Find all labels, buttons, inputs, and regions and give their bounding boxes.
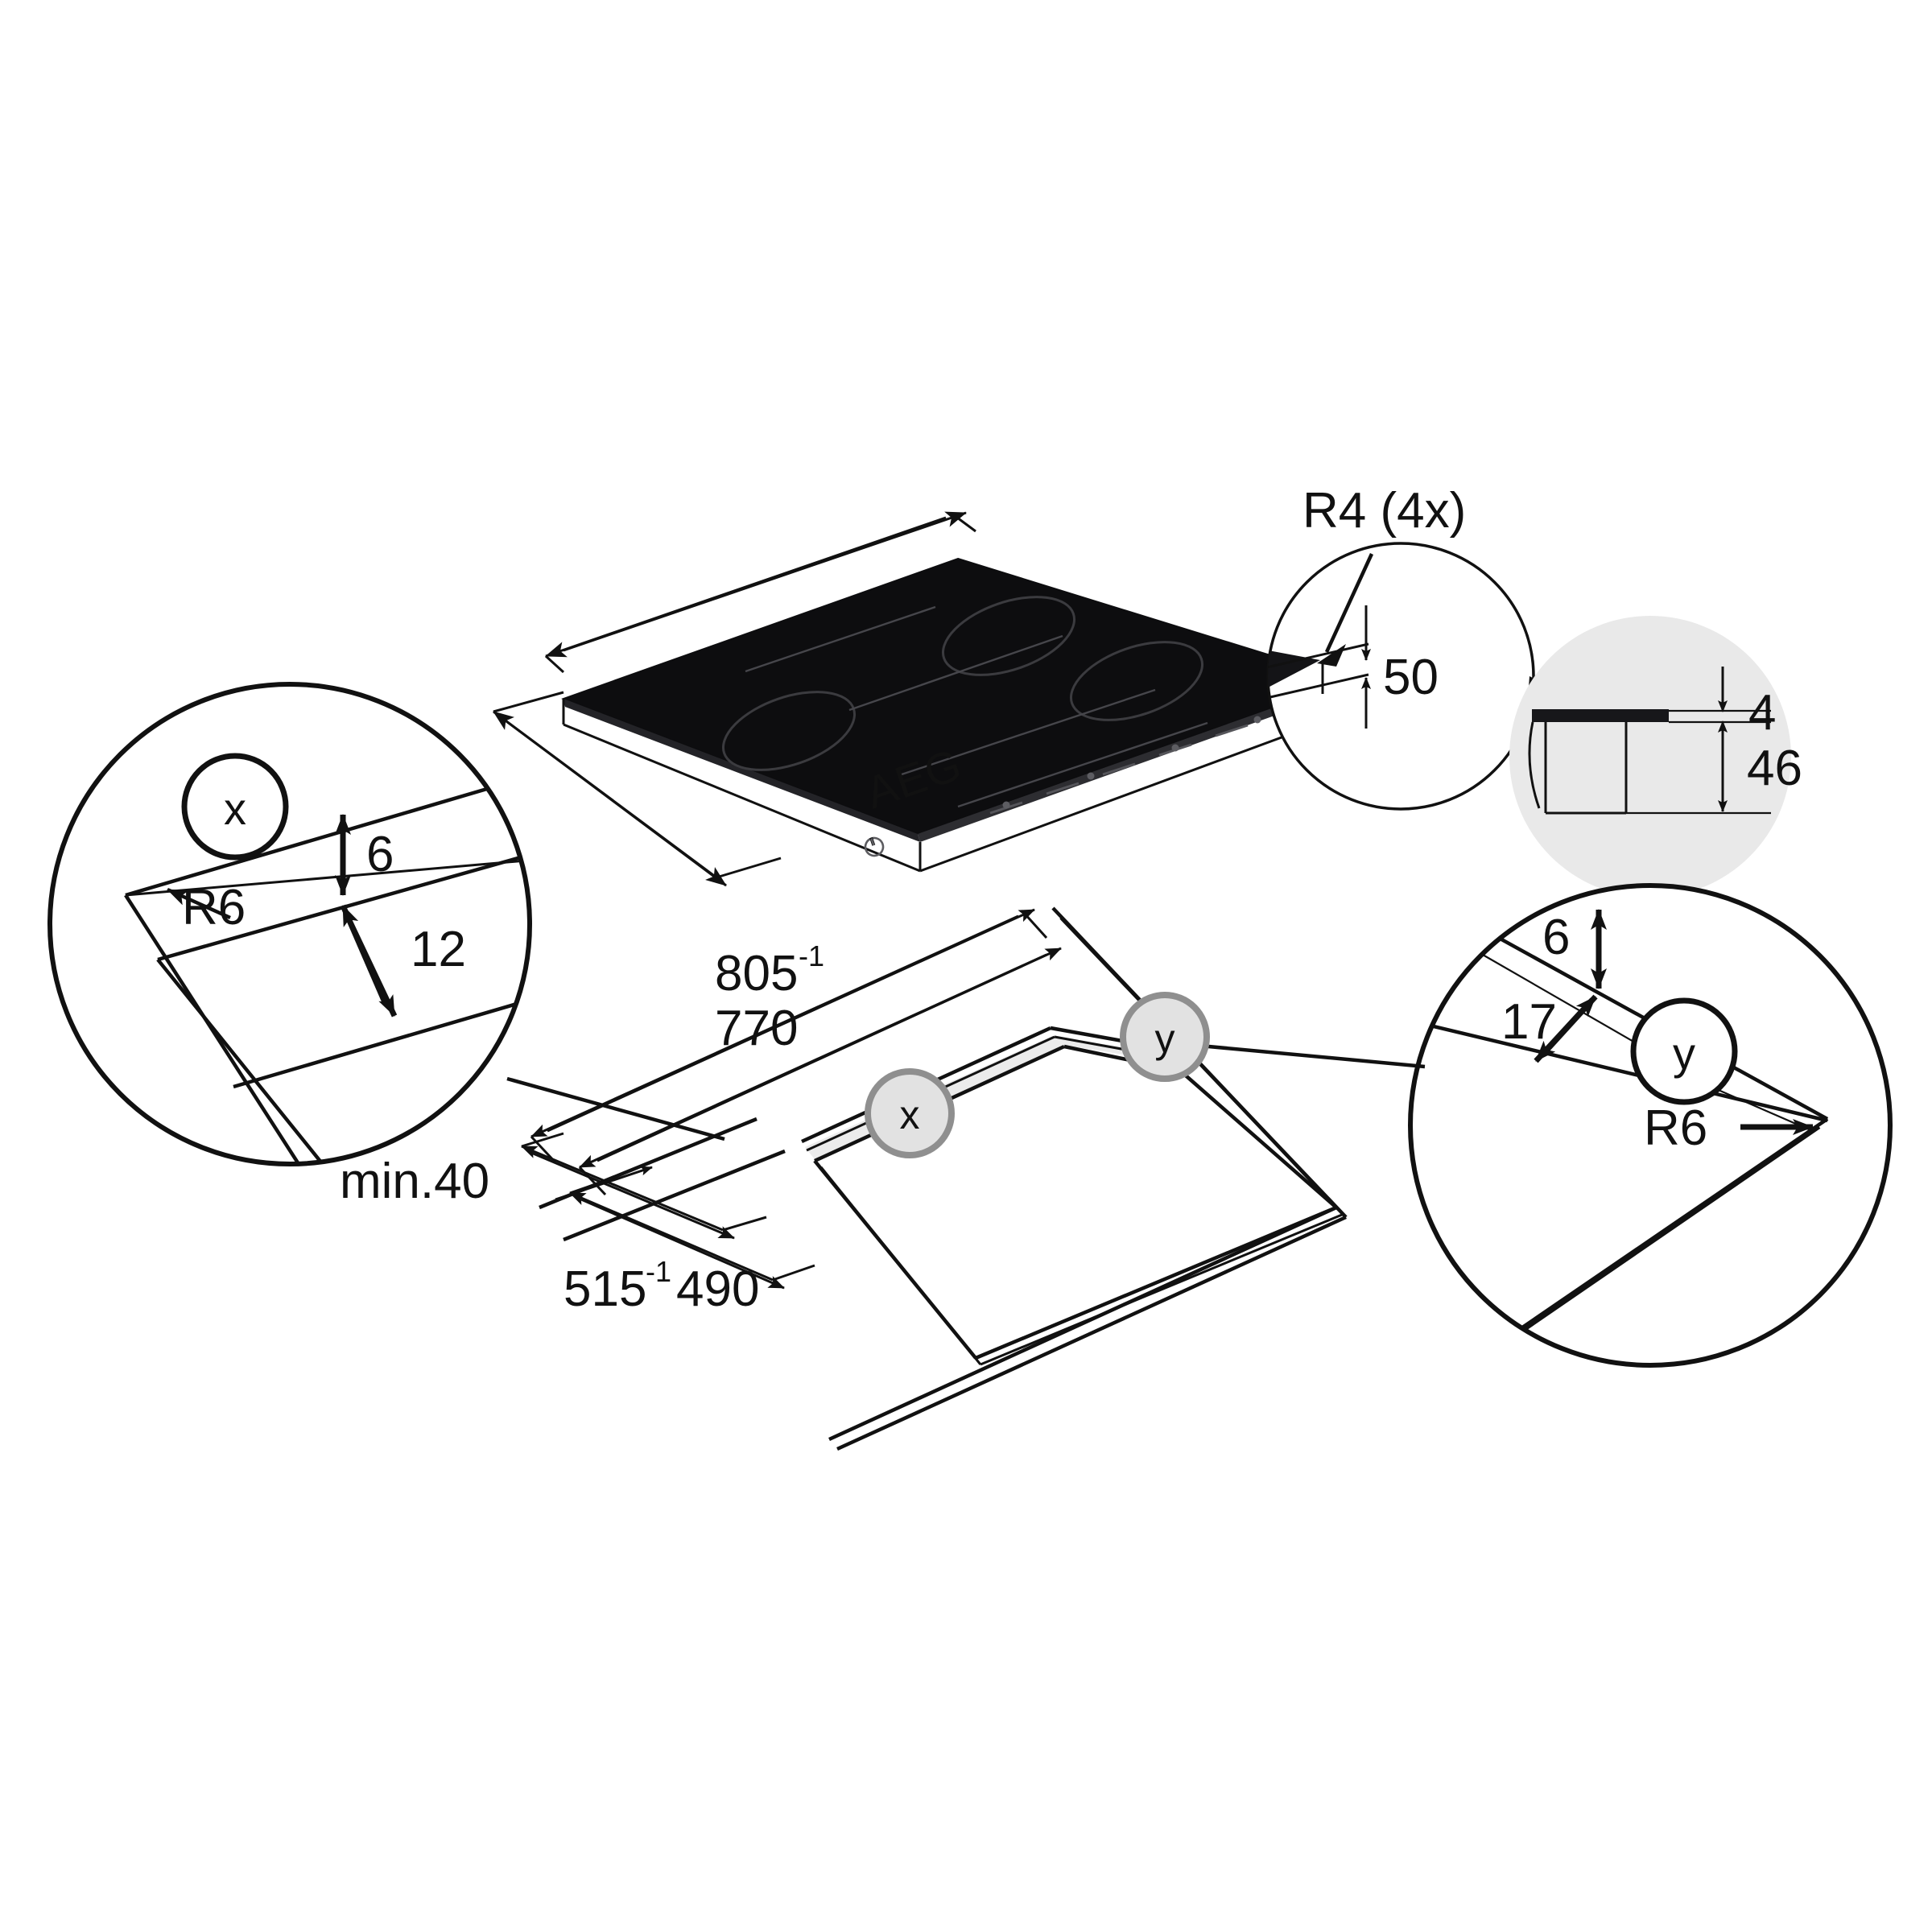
detail-r4-label: R4 (4x)	[1302, 483, 1466, 539]
rear-right-zone	[1069, 641, 1204, 721]
power-icon[interactable]	[863, 835, 886, 858]
detail-circle-x: x R6 6 12	[47, 682, 532, 1166]
label-515: 515	[564, 1261, 646, 1317]
worktop-cutout-assembly: x y 805 -1 770 min.40	[340, 906, 1348, 1451]
detail-y-6-label: 6	[1542, 910, 1570, 965]
dimension-cutout-depth-outer	[521, 1132, 767, 1240]
detail-marker-x-label: x	[224, 783, 246, 834]
detail-marker-y-circle	[1630, 997, 1738, 1105]
detail-x-6-label: 6	[366, 827, 394, 882]
label-min40: min.40	[340, 1154, 489, 1209]
label-805-tolerance: -1	[799, 939, 824, 972]
label-515-tolerance: -1	[646, 1255, 671, 1288]
label-770: 770	[715, 1001, 798, 1056]
cutout-marker-x: x	[865, 1068, 955, 1158]
detail-x-12-label: 12	[411, 922, 466, 977]
detail-marker-y-label: y	[1673, 1028, 1695, 1079]
detail-depth-label: 46	[1747, 741, 1802, 796]
hob-surface-markings	[745, 605, 1208, 808]
worktop-outline	[828, 906, 1348, 1451]
detail-50-label: 50	[1383, 650, 1439, 705]
dimension-hob-depth	[493, 691, 782, 887]
hob-edge-bevel	[918, 680, 1356, 842]
rear-left-zone	[941, 596, 1076, 676]
hob-glass-surface	[561, 557, 1354, 836]
detail-y-17-label: 17	[1501, 994, 1557, 1050]
detail-marker-x-circle	[181, 753, 289, 861]
detail-x-r6-label: R6	[182, 880, 246, 935]
label-490: 490	[676, 1261, 759, 1317]
slider-tick-marks	[1002, 716, 1261, 809]
hob-assembly: AEG	[493, 511, 1357, 887]
cutout-marker-x-label: x	[900, 1092, 920, 1137]
cutout-marker-y: y	[1120, 992, 1210, 1082]
detail-circle-section: 4 46	[1509, 616, 1802, 898]
detail-circle-y: y 6 17 R6	[1408, 883, 1893, 1368]
detail-y-r6-label: R6	[1644, 1100, 1707, 1156]
cutout-opening	[813, 1069, 1343, 1366]
detail-circle-corner-radius: 50	[1266, 542, 1535, 811]
cutout-marker-y-label: y	[1155, 1016, 1175, 1061]
detail-thickness-label: 4	[1748, 685, 1776, 741]
label-805: 805	[715, 946, 798, 1001]
hob-edge-bevel-left	[564, 699, 920, 842]
dimension-hob-width	[544, 511, 976, 674]
dimension-cutout-depth-inner	[569, 1177, 815, 1290]
